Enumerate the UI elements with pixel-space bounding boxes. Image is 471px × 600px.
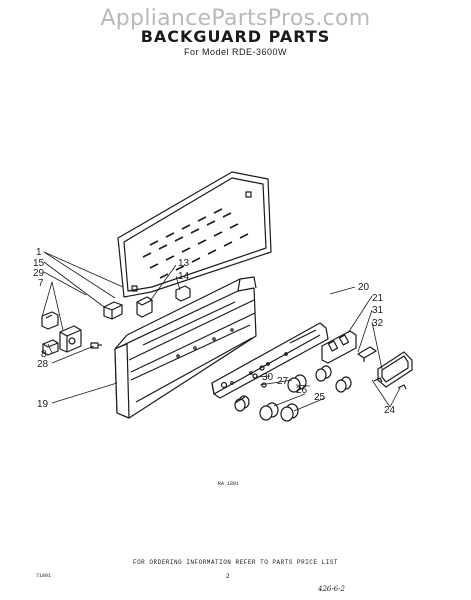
receptacle	[41, 311, 59, 330]
clip-bracket	[136, 296, 153, 318]
callout-7: 7	[38, 278, 44, 289]
callout-8: 8	[41, 349, 47, 360]
page-title: BACKGUARD PARTS	[140, 27, 331, 46]
control-panel-overlay	[211, 322, 329, 399]
watermark: AppliancePartsPros.com	[100, 6, 371, 31]
clock-timer-module	[321, 330, 357, 364]
mounting-clips	[373, 377, 407, 390]
model-subtitle: For Model RDE-3600W	[183, 47, 288, 57]
backguard-rear-panel	[117, 171, 272, 298]
callout-15: 15	[33, 258, 45, 269]
callout-24: 24	[384, 405, 396, 416]
callouts: 1 15 29 7 13 14 20 21 31 32 8 28 19 30 2…	[33, 247, 396, 416]
lens-bezel	[377, 351, 413, 388]
callout-1: 1	[36, 247, 42, 258]
control-knob-4	[315, 365, 332, 382]
switch-assembly	[59, 325, 82, 353]
leader-lines	[41, 251, 401, 412]
screw	[90, 342, 102, 349]
callout-28: 28	[37, 359, 49, 370]
handwritten-note: 426-6-2	[318, 585, 345, 593]
clock-clip	[357, 346, 377, 362]
callout-32: 32	[372, 318, 384, 329]
callout-26: 26	[296, 385, 308, 396]
callout-30: 30	[262, 372, 274, 383]
control-knob-2	[259, 402, 279, 421]
callout-31: 31	[372, 305, 384, 316]
drawing-code: RA 1891	[218, 481, 240, 487]
corner-code: 71891	[36, 573, 52, 579]
callout-20: 20	[358, 282, 370, 293]
callout-21: 21	[372, 293, 384, 304]
control-knob-1	[234, 395, 250, 412]
callout-13: 13	[178, 258, 190, 269]
callout-19: 19	[37, 399, 49, 410]
page-number: 2	[226, 573, 230, 580]
ordering-note: FOR ORDERING INFORMATION REFER TO PARTS …	[132, 559, 339, 566]
small-bracket	[175, 285, 191, 302]
backguard-housing	[114, 276, 257, 419]
callout-29: 29	[33, 268, 45, 279]
callout-14: 14	[178, 271, 190, 282]
control-knob-5	[280, 403, 299, 422]
terminal-block	[103, 301, 123, 320]
callout-27: 27	[277, 376, 289, 387]
infinite-switch	[42, 339, 59, 356]
callout-25: 25	[314, 392, 326, 403]
control-knob-6	[335, 376, 352, 393]
